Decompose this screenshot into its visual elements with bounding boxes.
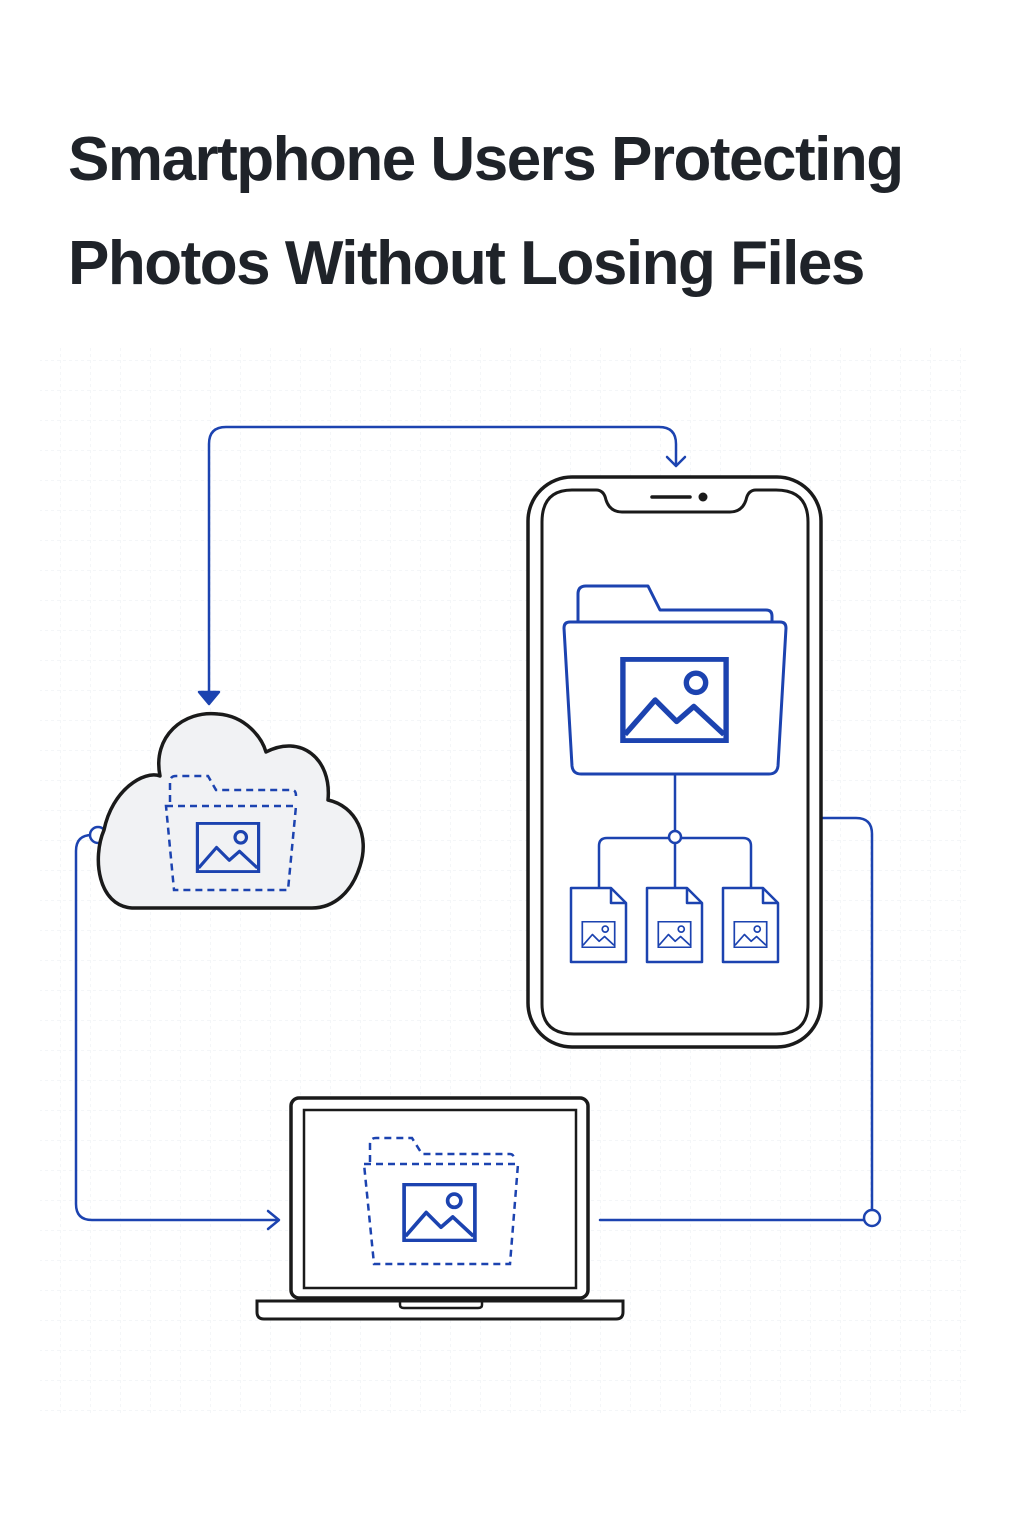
title-line-2: Photos Without Losing Files	[68, 229, 865, 298]
file-tree	[597, 774, 753, 888]
photo-files	[569, 886, 780, 964]
connector-cloud-to-laptop	[74, 833, 280, 1222]
dashed-folder-photo-icon	[362, 1136, 520, 1266]
folder-photo-icon	[562, 584, 788, 776]
connector-dot-right	[862, 1208, 882, 1228]
photo-file-icon	[721, 886, 780, 964]
laptop-notch	[398, 1301, 484, 1310]
connectors	[74, 425, 882, 1231]
arrowhead-cloud-top	[197, 690, 221, 706]
arrowhead-phone-top	[665, 455, 687, 468]
dashed-folder-photo-icon	[164, 774, 298, 892]
photo-file-icon	[569, 886, 628, 964]
front-camera	[698, 492, 708, 502]
photo-file-icon	[645, 886, 704, 964]
cloud-icon	[96, 711, 365, 910]
connector-cloud-to-phone	[207, 425, 678, 702]
laptop-screen	[302, 1108, 578, 1290]
laptop-base	[255, 1299, 625, 1321]
connector-phone-to-laptop	[820, 816, 874, 1212]
title-line-1: Smartphone Users Protecting	[68, 125, 904, 194]
smartphone-node	[526, 475, 823, 1049]
arrowhead-laptop-left	[266, 1209, 281, 1231]
cloud-node	[96, 711, 365, 910]
laptop-node	[255, 1096, 625, 1321]
page-title: Smartphone Users Protecting Photos Witho…	[68, 108, 968, 316]
